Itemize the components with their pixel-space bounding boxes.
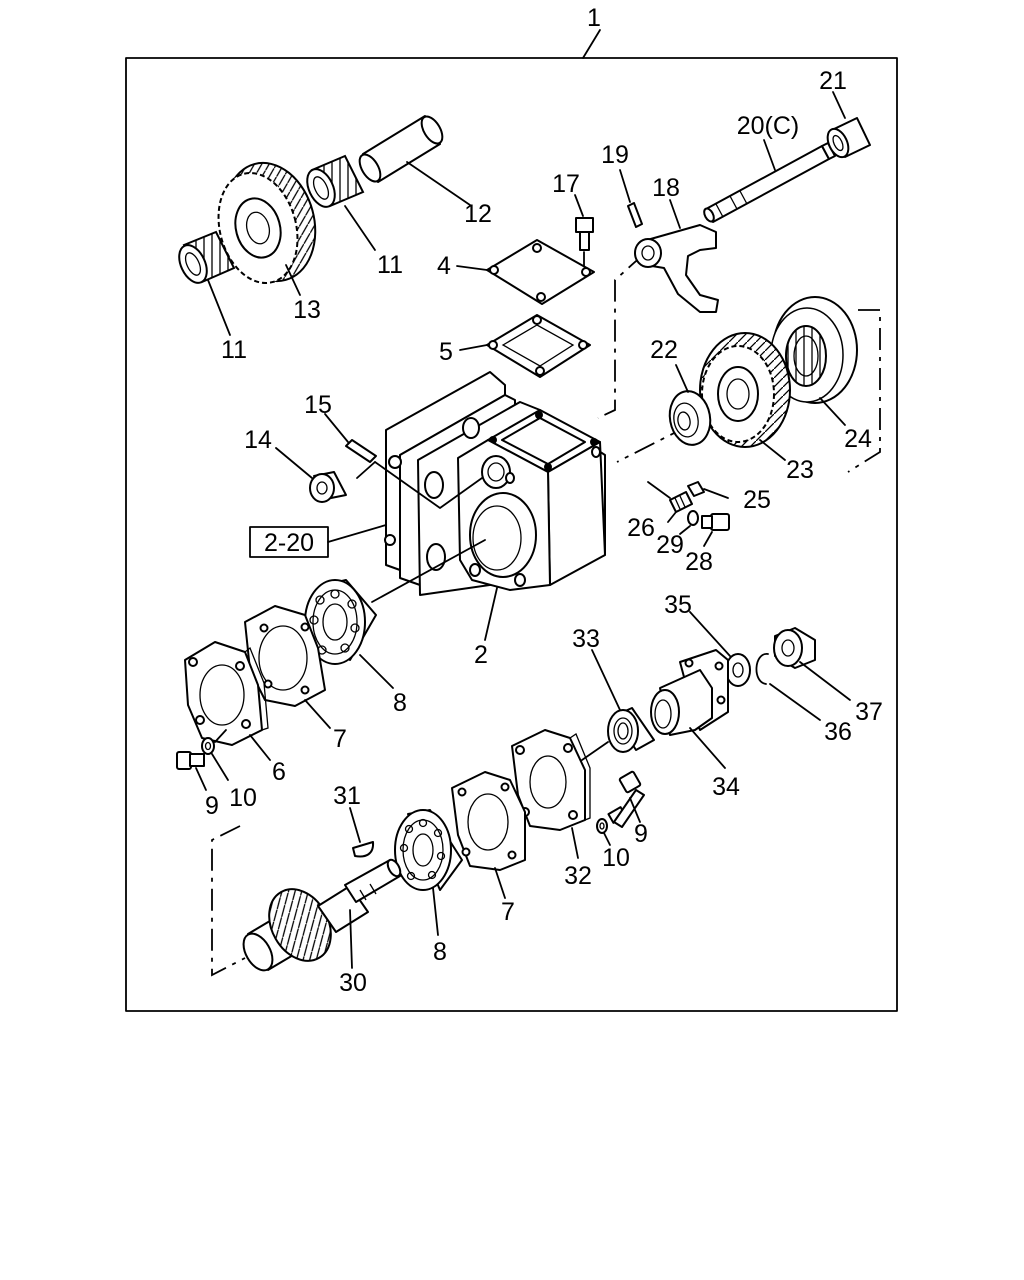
callout-17: 17 bbox=[552, 170, 580, 198]
washer-part-29 bbox=[687, 510, 699, 526]
callout-36: 36 bbox=[824, 718, 852, 746]
callout-29: 29 bbox=[656, 531, 684, 559]
callout-20: 20(C) bbox=[737, 112, 800, 140]
washer-part-35 bbox=[725, 653, 751, 687]
callout-8-upper: 8 bbox=[393, 689, 407, 717]
pin-part-15 bbox=[345, 439, 377, 463]
assembly-frame bbox=[125, 57, 898, 1012]
ball-bearing-part-8-upper bbox=[304, 579, 377, 665]
callout-33: 33 bbox=[572, 625, 600, 653]
callout-23: 23 bbox=[786, 456, 814, 484]
callout-15: 15 bbox=[304, 391, 332, 419]
shaft-bracket bbox=[211, 825, 246, 977]
gasket-part-5 bbox=[486, 314, 591, 378]
sleeve-part-24 bbox=[770, 296, 858, 404]
callout-14: 14 bbox=[244, 426, 272, 454]
pin-part-12 bbox=[358, 115, 444, 183]
callout-32: 32 bbox=[564, 862, 592, 890]
callout-6: 6 bbox=[272, 758, 286, 786]
callout-7-upper: 7 bbox=[333, 725, 347, 753]
gear-shaft-part-30 bbox=[242, 858, 402, 972]
callout-12: 12 bbox=[464, 200, 492, 228]
callout-5: 5 bbox=[439, 338, 453, 366]
assembly-label: 1 bbox=[587, 4, 601, 32]
thrust-washer-part-22 bbox=[668, 390, 712, 446]
flange-plate-part-6 bbox=[184, 641, 269, 746]
gear-part-13 bbox=[217, 161, 317, 284]
callout-11-lower: 11 bbox=[221, 336, 247, 364]
gasket-part-7-lower bbox=[451, 771, 526, 871]
callout-24: 24 bbox=[844, 425, 872, 453]
snap-ring-part-36 bbox=[755, 653, 769, 685]
callout-37: 37 bbox=[855, 698, 883, 726]
needle-bearing-part-11-lower bbox=[178, 230, 236, 284]
plug-part-25 bbox=[687, 481, 705, 497]
callout-21: 21 bbox=[819, 67, 847, 95]
callout-7-lower: 7 bbox=[501, 898, 515, 926]
assembly-leader bbox=[582, 29, 601, 59]
needle-bearing-part-11-upper bbox=[306, 154, 365, 208]
spring-part-26 bbox=[669, 491, 693, 513]
nut-part-37 bbox=[773, 627, 816, 669]
callout-30: 30 bbox=[339, 969, 367, 997]
gear-group-bracket bbox=[847, 309, 881, 473]
callout-26: 26 bbox=[627, 514, 655, 542]
callout-2: 2 bbox=[474, 641, 488, 669]
callout-35: 35 bbox=[664, 591, 692, 619]
callout-13: 13 bbox=[293, 296, 321, 324]
bushing-part-21 bbox=[826, 117, 871, 159]
bolt-part-17 bbox=[575, 217, 594, 251]
bolt-part-9-right bbox=[607, 770, 645, 828]
cover-plate-part-4 bbox=[486, 239, 595, 305]
callout-4: 4 bbox=[437, 252, 451, 280]
callout-8-lower: 8 bbox=[433, 938, 447, 966]
oil-seal-part-33 bbox=[607, 707, 655, 753]
shift-fork-part-18 bbox=[634, 224, 719, 313]
flange-plate-part-32 bbox=[511, 729, 591, 831]
callout-28: 28 bbox=[685, 548, 713, 576]
callout-9-right: 9 bbox=[634, 820, 648, 848]
callout-18: 18 bbox=[652, 174, 680, 202]
fork-axis-line bbox=[597, 252, 646, 419]
housing-part-2 bbox=[384, 371, 606, 596]
gear-part-23 bbox=[699, 332, 791, 448]
gasket-part-7-upper bbox=[244, 605, 326, 707]
woodruff-key-part-31 bbox=[352, 841, 375, 858]
companion-flange-part-34 bbox=[650, 649, 729, 736]
callout-10-right: 10 bbox=[602, 844, 630, 872]
callout-9-left: 9 bbox=[205, 792, 219, 820]
callout-34: 34 bbox=[712, 773, 740, 801]
callout-10-left: 10 bbox=[229, 784, 257, 812]
bolt-part-9-left bbox=[176, 751, 205, 770]
callout-22: 22 bbox=[650, 336, 678, 364]
bushing-part-14 bbox=[309, 471, 347, 503]
ball-bearing-part-8-lower bbox=[394, 809, 463, 891]
washer-part-10-right bbox=[596, 818, 608, 834]
plug-bolt-part-28 bbox=[701, 513, 730, 531]
callout-19: 19 bbox=[601, 141, 629, 169]
subassembly-ref-label: 2-20 bbox=[264, 529, 314, 557]
washer-part-10-left bbox=[201, 737, 215, 755]
pin-part-19 bbox=[627, 202, 643, 228]
callout-25: 25 bbox=[743, 486, 771, 514]
callout-31: 31 bbox=[333, 782, 361, 810]
shift-shaft-part-20 bbox=[703, 142, 836, 223]
callout-11-upper: 11 bbox=[377, 251, 403, 279]
